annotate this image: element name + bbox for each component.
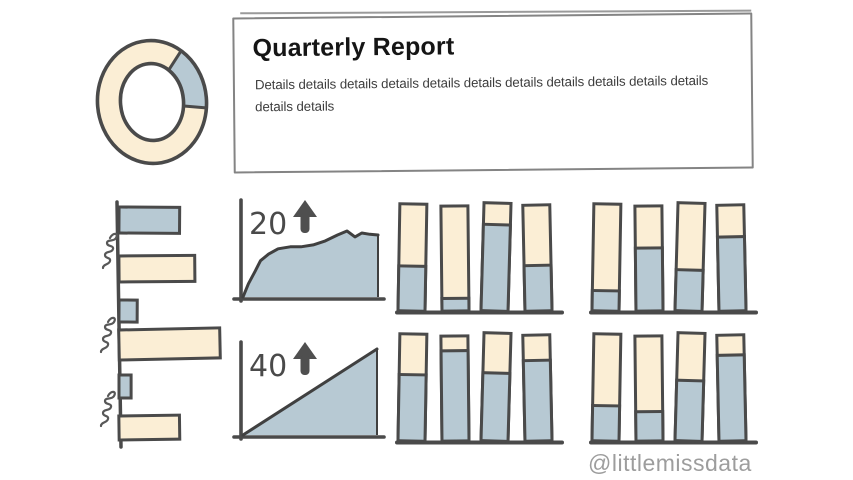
horizontal-bar-chart <box>86 196 238 452</box>
svg-text:40: 40 <box>249 349 287 384</box>
watermark: @littlemissdata <box>588 450 752 476</box>
stacked-bar-group-bottom-right <box>588 328 760 448</box>
donut-chart <box>84 26 218 176</box>
stacked-bar-group-top-right <box>588 198 760 318</box>
report-description: Details details details details details … <box>254 72 709 115</box>
svg-text:20: 20 <box>249 207 287 242</box>
area-chart-40-up: 40 <box>228 336 392 446</box>
stacked-bar-group-top-left <box>394 198 566 318</box>
report-title: Quarterly Report <box>252 32 455 63</box>
stacked-bar-group-bottom-left <box>394 328 566 448</box>
area-chart-20-up: 20 <box>228 194 392 308</box>
report-card: Quarterly Report Details details details… <box>232 12 754 174</box>
